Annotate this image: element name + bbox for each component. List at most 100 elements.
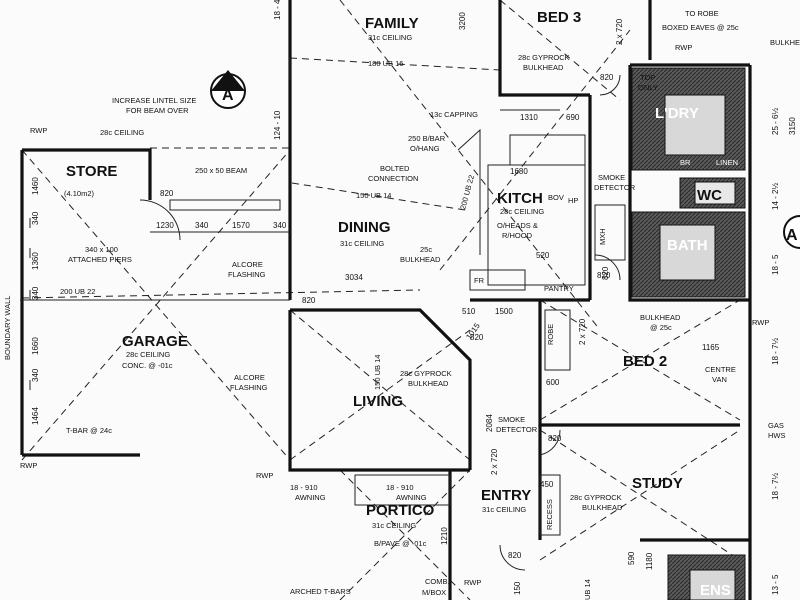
note-ub-150: 150 UB 14 [356,191,391,200]
dim-1464: 1464 [31,407,40,425]
note-living-gyprock-2: BULKHEAD [408,379,449,388]
dim-450: 450 [540,480,554,489]
note-store-area: (4.10m2) [64,189,95,198]
dim-1680: 1680 [510,167,528,176]
walls [20,0,752,600]
dim-600: 600 [546,378,560,387]
note-alcore-2: FLASHING [228,270,266,279]
dim-590: 590 [627,551,636,565]
note-smoke-2: DETECTOR [594,183,636,192]
dim-1500: 1500 [495,307,513,316]
note-smoke-4: DETECTOR [496,425,538,434]
note-kitch-heads-1: O/HEADS & [497,221,538,230]
dim-1165: 1165 [702,343,720,352]
dim-2x720-a: 2 x 720 [578,318,587,345]
room-bed2: BED 2 [623,353,667,370]
room-kitch: KITCH [497,190,543,207]
dim-820-b: 820 [302,296,316,305]
note-kitch-25c: 25c [420,245,432,254]
note-awning-2b: AWNING [396,493,427,502]
dim-2x720-b: 2 x 720 [615,18,624,45]
note-robe-top-2: BOXED EAVES @ 25c [662,23,739,32]
note-boundary: BOUNDARY WALL [3,296,12,360]
note-mxh: MXH [598,228,607,245]
note-top-only-2: ONLY [638,83,658,92]
note-ub-200-kitch: 200 UB 22 [458,174,476,211]
note-centre-van-1: CENTRE [705,365,736,374]
section-marker-a-right: A [783,215,800,249]
dim-690: 690 [566,113,580,122]
note-capping: 13c CAPPING [430,110,478,119]
note-comb-1: COMB. [425,577,450,586]
note-tbar: T-BAR @ 24c [66,426,112,435]
note-centre-van-2: VAN [712,375,727,384]
dim-340-e: 340 [31,368,40,382]
room-labels: FAMILY BED 3 STORE DINING KITCH L'DRY WC… [66,9,731,599]
note-study-gyprock-2: BULKHEAD [582,503,623,512]
note-rwp-2: RWP [20,461,37,470]
fittings [20,58,626,571]
note-kitch-bulkhead: BULKHEAD [400,255,441,264]
note-bath-bulkhead-2: @ 25c [650,323,672,332]
room-study: STUDY [632,475,683,492]
note-bed3-gyprock: 28c GYPROCK [518,53,570,62]
note-portico-paving: B/PAVE @ -01c [374,539,427,548]
note-bolted-1: BOLTED [380,164,410,173]
dashed-beam-lines [21,0,741,600]
note-lintel-2: FOR BEAM OVER [126,106,189,115]
dim-3034: 3034 [345,273,363,282]
note-linen: LINEN [716,158,738,167]
note-top-only-1: TOP [640,73,655,82]
note-beam: 250 x 50 BEAM [195,166,247,175]
note-bath-bulkhead-1: BULKHEAD [640,313,681,322]
note-kitch-ceiling: 28c CEILING [500,207,544,216]
note-kitch-heads-2: R/HOOD [502,231,533,240]
dim-820-h: 820 [601,266,610,280]
note-garage-conc: CONC. @ -01c [122,361,173,370]
room-bath: BATH [667,237,708,254]
room-store: STORE [66,163,117,180]
note-bbar-1: 250 B/BAR [408,134,446,143]
dim-820-f: 820 [508,551,522,560]
dim-820-c: 820 [600,73,614,82]
dim-520: 520 [536,251,550,260]
dim-820-e: 820 [548,434,562,443]
dim-124-10: 124 - 10 [273,110,282,140]
dim-340-b: 340 [273,221,287,230]
note-alcore-1: ALCORE [232,260,263,269]
dim-18-7-a: 18 - 7½ [771,338,780,365]
note-rwp-6: RWP [464,578,481,587]
note-ub-200: 200 UB 22 [60,287,95,296]
note-bulkhead-tr: BULKHEA [770,38,800,47]
dim-1660: 1660 [31,337,40,355]
note-lintel-1: INCREASE LINTEL SIZE [112,96,196,105]
dim-1310: 1310 [520,113,538,122]
dim-13-5: 13 - 5 [771,574,780,595]
note-br: BR [680,158,691,167]
room-ldry: L'DRY [655,105,699,122]
dim-510: 510 [462,307,476,316]
dim-340-c: 340 [31,211,40,225]
note-gas-2: HWS [768,431,786,440]
dim-340-d: 340 [31,286,40,300]
dim-1460: 1460 [31,177,40,195]
wet-areas [631,67,746,600]
note-bbar-2: O/HANG [410,144,440,153]
note-dining-ceiling: 31c CEILING [340,239,384,248]
section-marker-right-label: A [786,227,798,244]
note-rwp-4: RWP [675,43,692,52]
note-rwp-1: RWP [30,126,47,135]
note-awning-2: 18 - 910 [386,483,414,492]
dim-25-6: 25 - 6½ [771,108,780,135]
note-awning-1: 18 - 910 [290,483,318,492]
note-robe: ROBE [546,324,555,345]
note-study-gyprock-1: 28c GYPROCK [570,493,622,502]
note-bov: BOV [548,193,564,202]
note-piers-1: 340 x 100 [85,245,118,254]
note-rwp-5: RWP [752,318,769,327]
note-fr: FR [474,276,485,285]
room-wc: WC [697,187,722,204]
note-bolted-2: CONNECTION [368,174,418,183]
note-portico-ceiling: 31c CEILING [372,521,416,530]
dim-2084: 2084 [485,414,494,432]
